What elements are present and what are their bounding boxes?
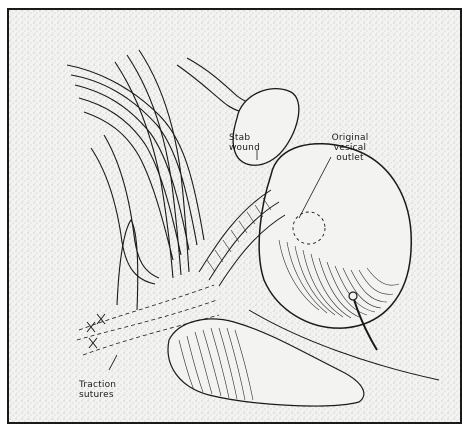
label-traction-sutures: Traction sutures <box>79 380 139 400</box>
illustration-frame: Stab wound Original vesical outlet Tract… <box>7 8 462 424</box>
catheter-tip <box>349 292 357 300</box>
label-stab-wound: Stab wound <box>229 133 269 153</box>
label-original-vesical-outlet: Original vesical outlet <box>315 133 385 163</box>
surgical-illustration <box>9 10 460 422</box>
